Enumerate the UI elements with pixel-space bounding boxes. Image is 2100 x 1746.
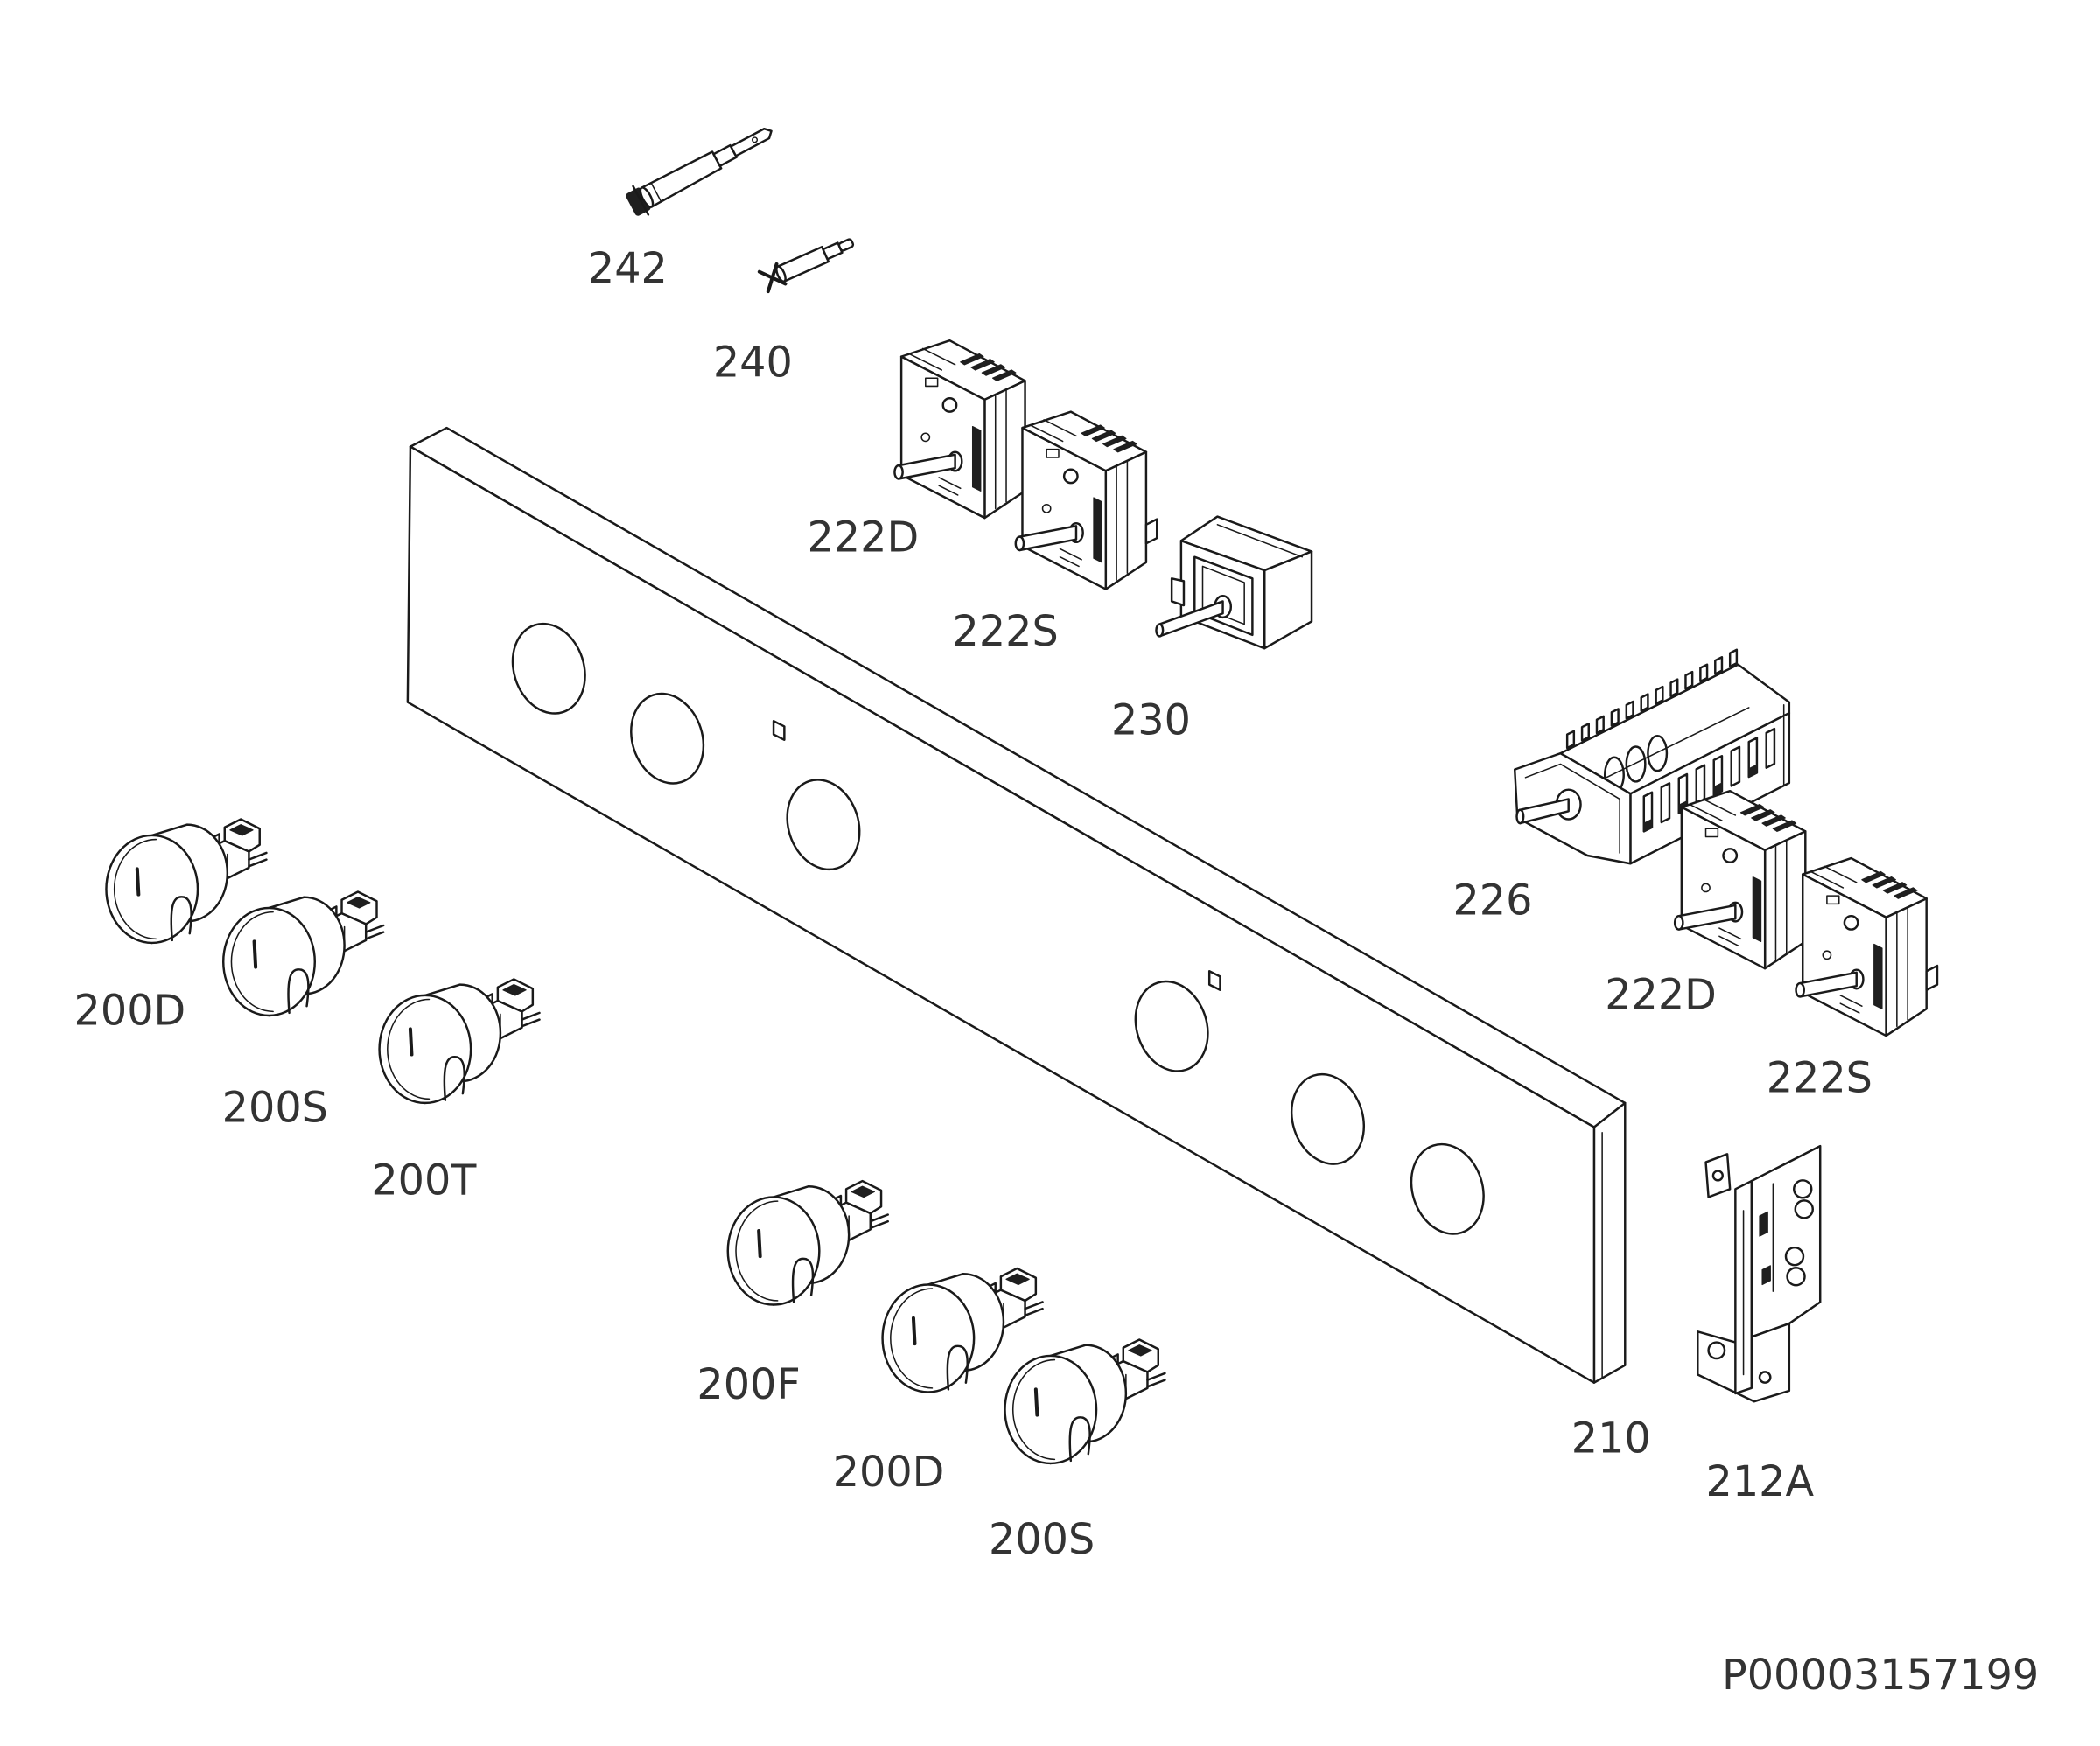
callout-222d-top: 222D <box>807 514 919 562</box>
callout-200s-left: 200S <box>222 1084 328 1132</box>
bracket-212a <box>1697 1144 1822 1403</box>
control-panel-210 <box>406 426 1627 1384</box>
panel-knob-hole <box>1134 980 1209 1072</box>
callout-240: 240 <box>713 339 793 388</box>
callout-200s-bottom: 200S <box>989 1516 1095 1564</box>
selector-switch-226 <box>1513 648 1791 865</box>
panel-knob-hole <box>1290 1072 1366 1165</box>
panel-knob-hole <box>786 779 861 871</box>
callout-210: 210 <box>1572 1415 1651 1463</box>
panel-lamp-window <box>772 720 786 742</box>
callout-230: 230 <box>1111 697 1191 745</box>
indicator-lamp-240 <box>757 238 855 294</box>
callout-200f: 200F <box>696 1361 800 1409</box>
thermostat-230 <box>1155 515 1313 650</box>
switch-222s-top <box>1014 410 1158 590</box>
callout-200d-left: 200D <box>74 988 186 1036</box>
drawing-number: P00003157199 <box>1722 1652 2039 1700</box>
panel-knob-hole <box>1410 1142 1485 1235</box>
callout-226: 226 <box>1452 877 1532 925</box>
knob-200s-left <box>221 890 386 1017</box>
panel-knob-hole <box>511 622 586 715</box>
panel-lamp-window <box>1208 970 1222 991</box>
callout-200t: 200T <box>371 1156 477 1205</box>
callout-222d-right: 222D <box>1605 971 1717 1019</box>
switch-222d-right <box>1673 789 1817 970</box>
panel-knob-hole <box>630 692 705 785</box>
knob-200s-bottom <box>1003 1337 1167 1465</box>
switch-222s-right <box>1795 856 1939 1037</box>
callout-200d-bottom: 200D <box>833 1449 945 1497</box>
indicator-lamp-242 <box>626 127 773 216</box>
knob-200t <box>377 977 542 1105</box>
callout-222s-right: 222S <box>1767 1055 1872 1103</box>
callout-212a: 212A <box>1706 1458 1815 1506</box>
switch-222d-top <box>893 339 1038 520</box>
knob-200f <box>725 1179 890 1307</box>
callout-222s-top: 222S <box>953 608 1059 656</box>
callout-242: 242 <box>588 245 668 293</box>
